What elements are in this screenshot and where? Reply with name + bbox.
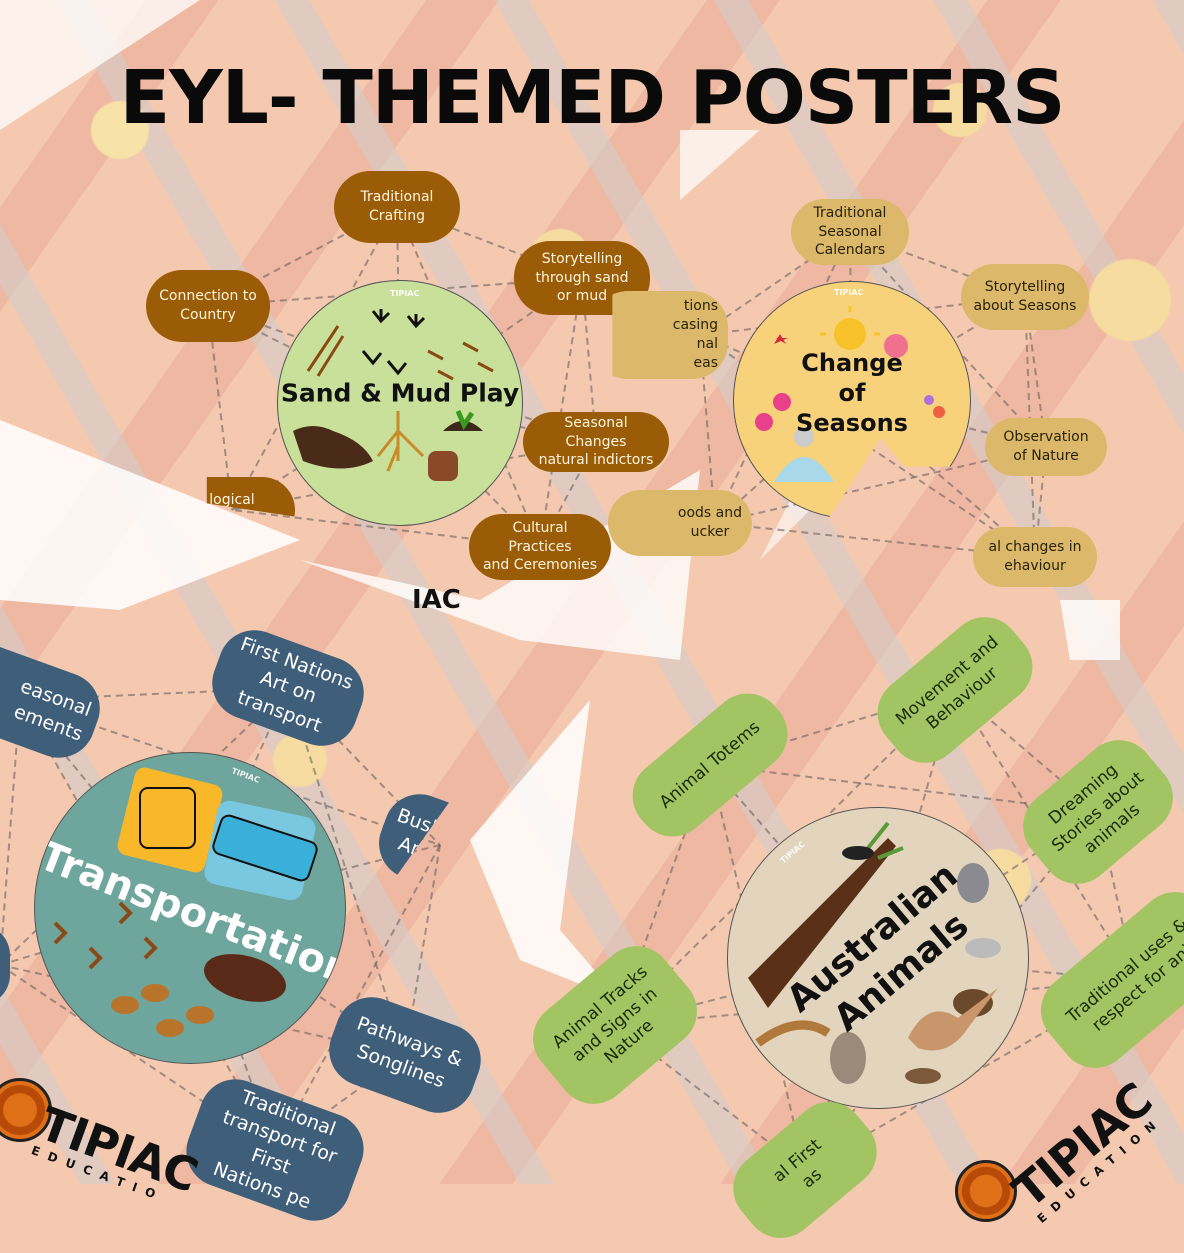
topic-traditional-crafting: Traditional Crafting	[334, 171, 460, 243]
dashed-connector	[287, 687, 406, 1056]
poster-title: Change of Seasons	[796, 348, 908, 437]
page-title: EYL- THEMED POSTERS	[119, 55, 1066, 141]
brand-mark: TIPIAC	[390, 289, 420, 298]
tracks-and-mud-illustration	[293, 309, 494, 481]
dashed-connector	[0, 964, 276, 1151]
dashed-connector	[19, 687, 289, 701]
dashed-connector	[714, 446, 1047, 524]
topic-partial-left	[0, 925, 10, 1005]
white-shards	[0, 0, 1120, 1000]
poster-title: Sand & Mud Play	[280, 378, 520, 408]
australian-animals-circle: TIPIAC Australian Animals	[727, 807, 1029, 1109]
topic-partial-animal-behaviour: al changes in ehaviour	[973, 527, 1097, 587]
brand-mark: TIPIAC	[834, 288, 864, 297]
topic-traditional-seasonal-calendars: Traditional Seasonal Calendars	[791, 199, 909, 265]
dashed-connector	[396, 206, 583, 279]
partial-logo-text: IAC	[412, 585, 461, 615]
dashed-connector	[0, 699, 21, 966]
topic-observation-of-nature: Observation of Nature	[985, 418, 1107, 476]
sand-mud-play-circle: TIPIAC Sand & Mud Play	[277, 280, 523, 526]
topic-cultural-practices: Cultural Practices and Ceremonies	[469, 514, 611, 580]
dashed-connector	[274, 844, 441, 1151]
dashed-connector	[709, 764, 879, 959]
tipiac-logo-mark	[0, 1078, 52, 1142]
seasons-illustration	[755, 306, 945, 482]
topic-seasonal-changes: Seasonal Changes natural indictors	[523, 412, 669, 472]
topic-connection-to-country: Connection to Country	[146, 270, 270, 342]
topic-partial-bush-tucker: oods and ucker	[608, 490, 752, 556]
vehicles-and-tracks-illustration	[53, 767, 318, 1037]
dashed-connector	[699, 334, 1036, 558]
topic-storytelling-sand-mud: Storytelling through sand or mud	[514, 241, 650, 315]
dashed-connector	[0, 687, 289, 966]
topic-storytelling-about-seasons: Storytelling about Seasons	[961, 264, 1089, 330]
topic-partial-forecasting: tions casing nal eas	[612, 291, 728, 379]
transportation-circle: TIPIAC Transportation	[34, 752, 346, 1064]
tipiac-logo-mark	[955, 1160, 1017, 1222]
dashed-connector	[1024, 296, 1036, 558]
animals-illustration	[748, 821, 1001, 1084]
dashed-connector	[207, 305, 233, 511]
